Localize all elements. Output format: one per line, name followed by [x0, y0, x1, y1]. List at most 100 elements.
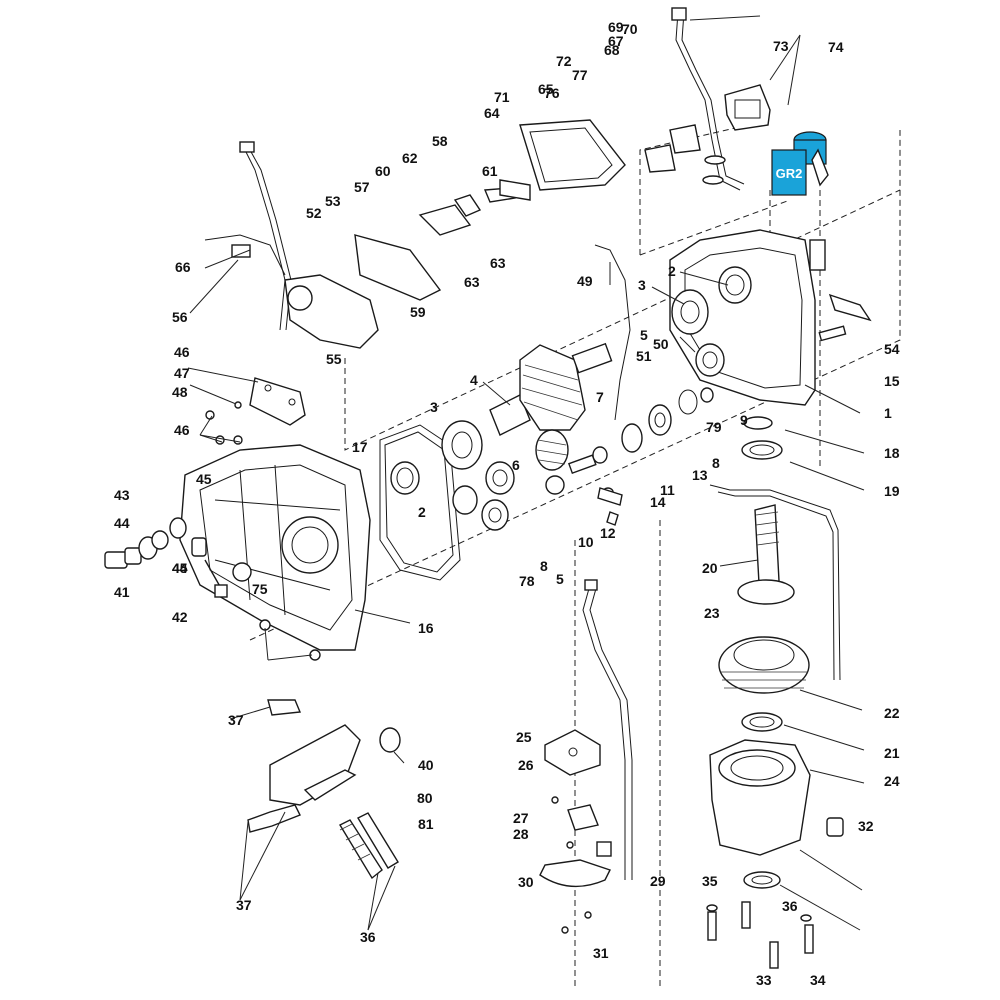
part-label-45: 45 [172, 560, 188, 576]
part-label-36: 36 [782, 898, 798, 914]
part-label-30: 30 [518, 874, 534, 890]
part-label-64: 64 [484, 105, 500, 121]
part-label-31: 31 [593, 945, 609, 961]
part-label-75: 75 [252, 581, 268, 597]
part-label-19: 19 [884, 483, 900, 499]
part-label-33: 33 [756, 972, 772, 988]
shaft-parts-44-47 [104, 517, 252, 598]
left-housing-cover [179, 444, 371, 661]
part-label-58: 58 [432, 133, 448, 149]
part-label-23: 23 [704, 605, 720, 621]
part-label-81: 81 [418, 816, 434, 832]
part-label-9: 9 [740, 412, 748, 428]
part-label-56: 56 [172, 309, 188, 325]
part-label-63: 63 [464, 274, 480, 290]
part-label-61: 61 [482, 163, 498, 179]
gr2-badge [771, 149, 807, 196]
part-label-60: 60 [375, 163, 391, 179]
part-label-78: 78 [519, 573, 535, 589]
leader-lines [187, 15, 865, 931]
part-label-28: 28 [513, 826, 529, 842]
part-label-8: 8 [540, 558, 548, 574]
part-label-62: 62 [402, 150, 418, 166]
part-label-35: 35 [702, 873, 718, 889]
part-label-71: 71 [494, 89, 510, 105]
part-label-21: 21 [884, 745, 900, 761]
part-label-11: 11 [660, 482, 675, 498]
part-label-2: 2 [668, 263, 676, 279]
part-label-63: 63 [490, 255, 506, 271]
part-label-13: 13 [692, 467, 708, 483]
part-label-57: 57 [354, 179, 370, 195]
part-label-55: 55 [326, 351, 342, 367]
part-label-48: 48 [172, 384, 188, 400]
part-label-79: 79 [706, 419, 722, 435]
brake-bracket-38-43 [247, 699, 401, 880]
part-label-6: 6 [512, 457, 520, 473]
part-label-36: 36 [360, 929, 376, 945]
part-label-70: 70 [622, 21, 638, 37]
part-label-69: 69 [608, 19, 624, 35]
part-label-53: 53 [325, 193, 341, 209]
electronics-assembly [204, 119, 701, 421]
part-label-39: 39 [0, 0, 16, 3]
part-label-44: 44 [172, 560, 188, 576]
part-label-34: 34 [810, 972, 826, 988]
part-label-43: 43 [114, 487, 130, 503]
part-label-50: 50 [653, 336, 669, 352]
part-label-76: 76 [544, 85, 560, 101]
part-label-67: 67 [608, 33, 624, 49]
part-label-4: 4 [470, 372, 478, 388]
small-parts-12-14 [597, 487, 623, 526]
part-label-47: 47 [174, 365, 190, 381]
part-label-3: 3 [430, 399, 438, 415]
part-label-74: 74 [828, 39, 844, 55]
part-label-25: 25 [516, 729, 532, 745]
part-label-73: 73 [773, 38, 789, 54]
part-label-77: 77 [572, 67, 588, 83]
pipe-73-74 [671, 7, 745, 191]
part-label-40: 40 [418, 757, 434, 773]
part-label-51: 51 [636, 348, 652, 364]
part-label-46: 46 [174, 344, 190, 360]
part-label-80: 80 [417, 790, 433, 806]
vertical-assembly [709, 416, 844, 889]
part-label-16: 16 [418, 620, 434, 636]
part-label-42: 42 [172, 609, 188, 625]
part-label-37: 37 [228, 712, 244, 728]
part-label-27: 27 [513, 810, 529, 826]
part-label-66: 66 [175, 259, 191, 275]
part-label-52: 52 [306, 205, 322, 221]
part-label-17: 17 [352, 439, 368, 455]
part-label-49: 49 [577, 273, 593, 289]
box-75 [724, 84, 771, 131]
part-label-15: 15 [884, 373, 900, 389]
gearbox-housing-1 [669, 229, 872, 406]
part-label-18: 18 [884, 445, 900, 461]
part-label-54: 54 [884, 341, 900, 357]
assembly-dashed-lines [249, 119, 901, 990]
part-label-22: 22 [884, 705, 900, 721]
part-label-38: 38 [0, 0, 16, 3]
part-label-65: 65 [538, 81, 554, 97]
part-label-44: 44 [114, 515, 130, 531]
part-label-5: 5 [556, 571, 564, 587]
part-label-29: 29 [650, 873, 666, 889]
part-label-20: 20 [702, 560, 718, 576]
part-label-26: 26 [518, 757, 534, 773]
gasket-17 [379, 424, 478, 581]
part-label-59: 59 [410, 304, 426, 320]
part-label-1: 1 [884, 405, 892, 421]
part-label-14: 14 [650, 494, 666, 510]
bracket-assembly-28-34 [539, 579, 633, 934]
part-label-41: 41 [114, 584, 130, 600]
part-label-8: 8 [712, 455, 720, 471]
part-label-10: 10 [578, 534, 594, 550]
part-label-46: 46 [174, 422, 190, 438]
gear-train [441, 342, 714, 531]
part-label-37: 37 [236, 897, 252, 913]
gr2-cap: GR2 [771, 131, 829, 196]
cover-plate-48 [205, 377, 306, 445]
